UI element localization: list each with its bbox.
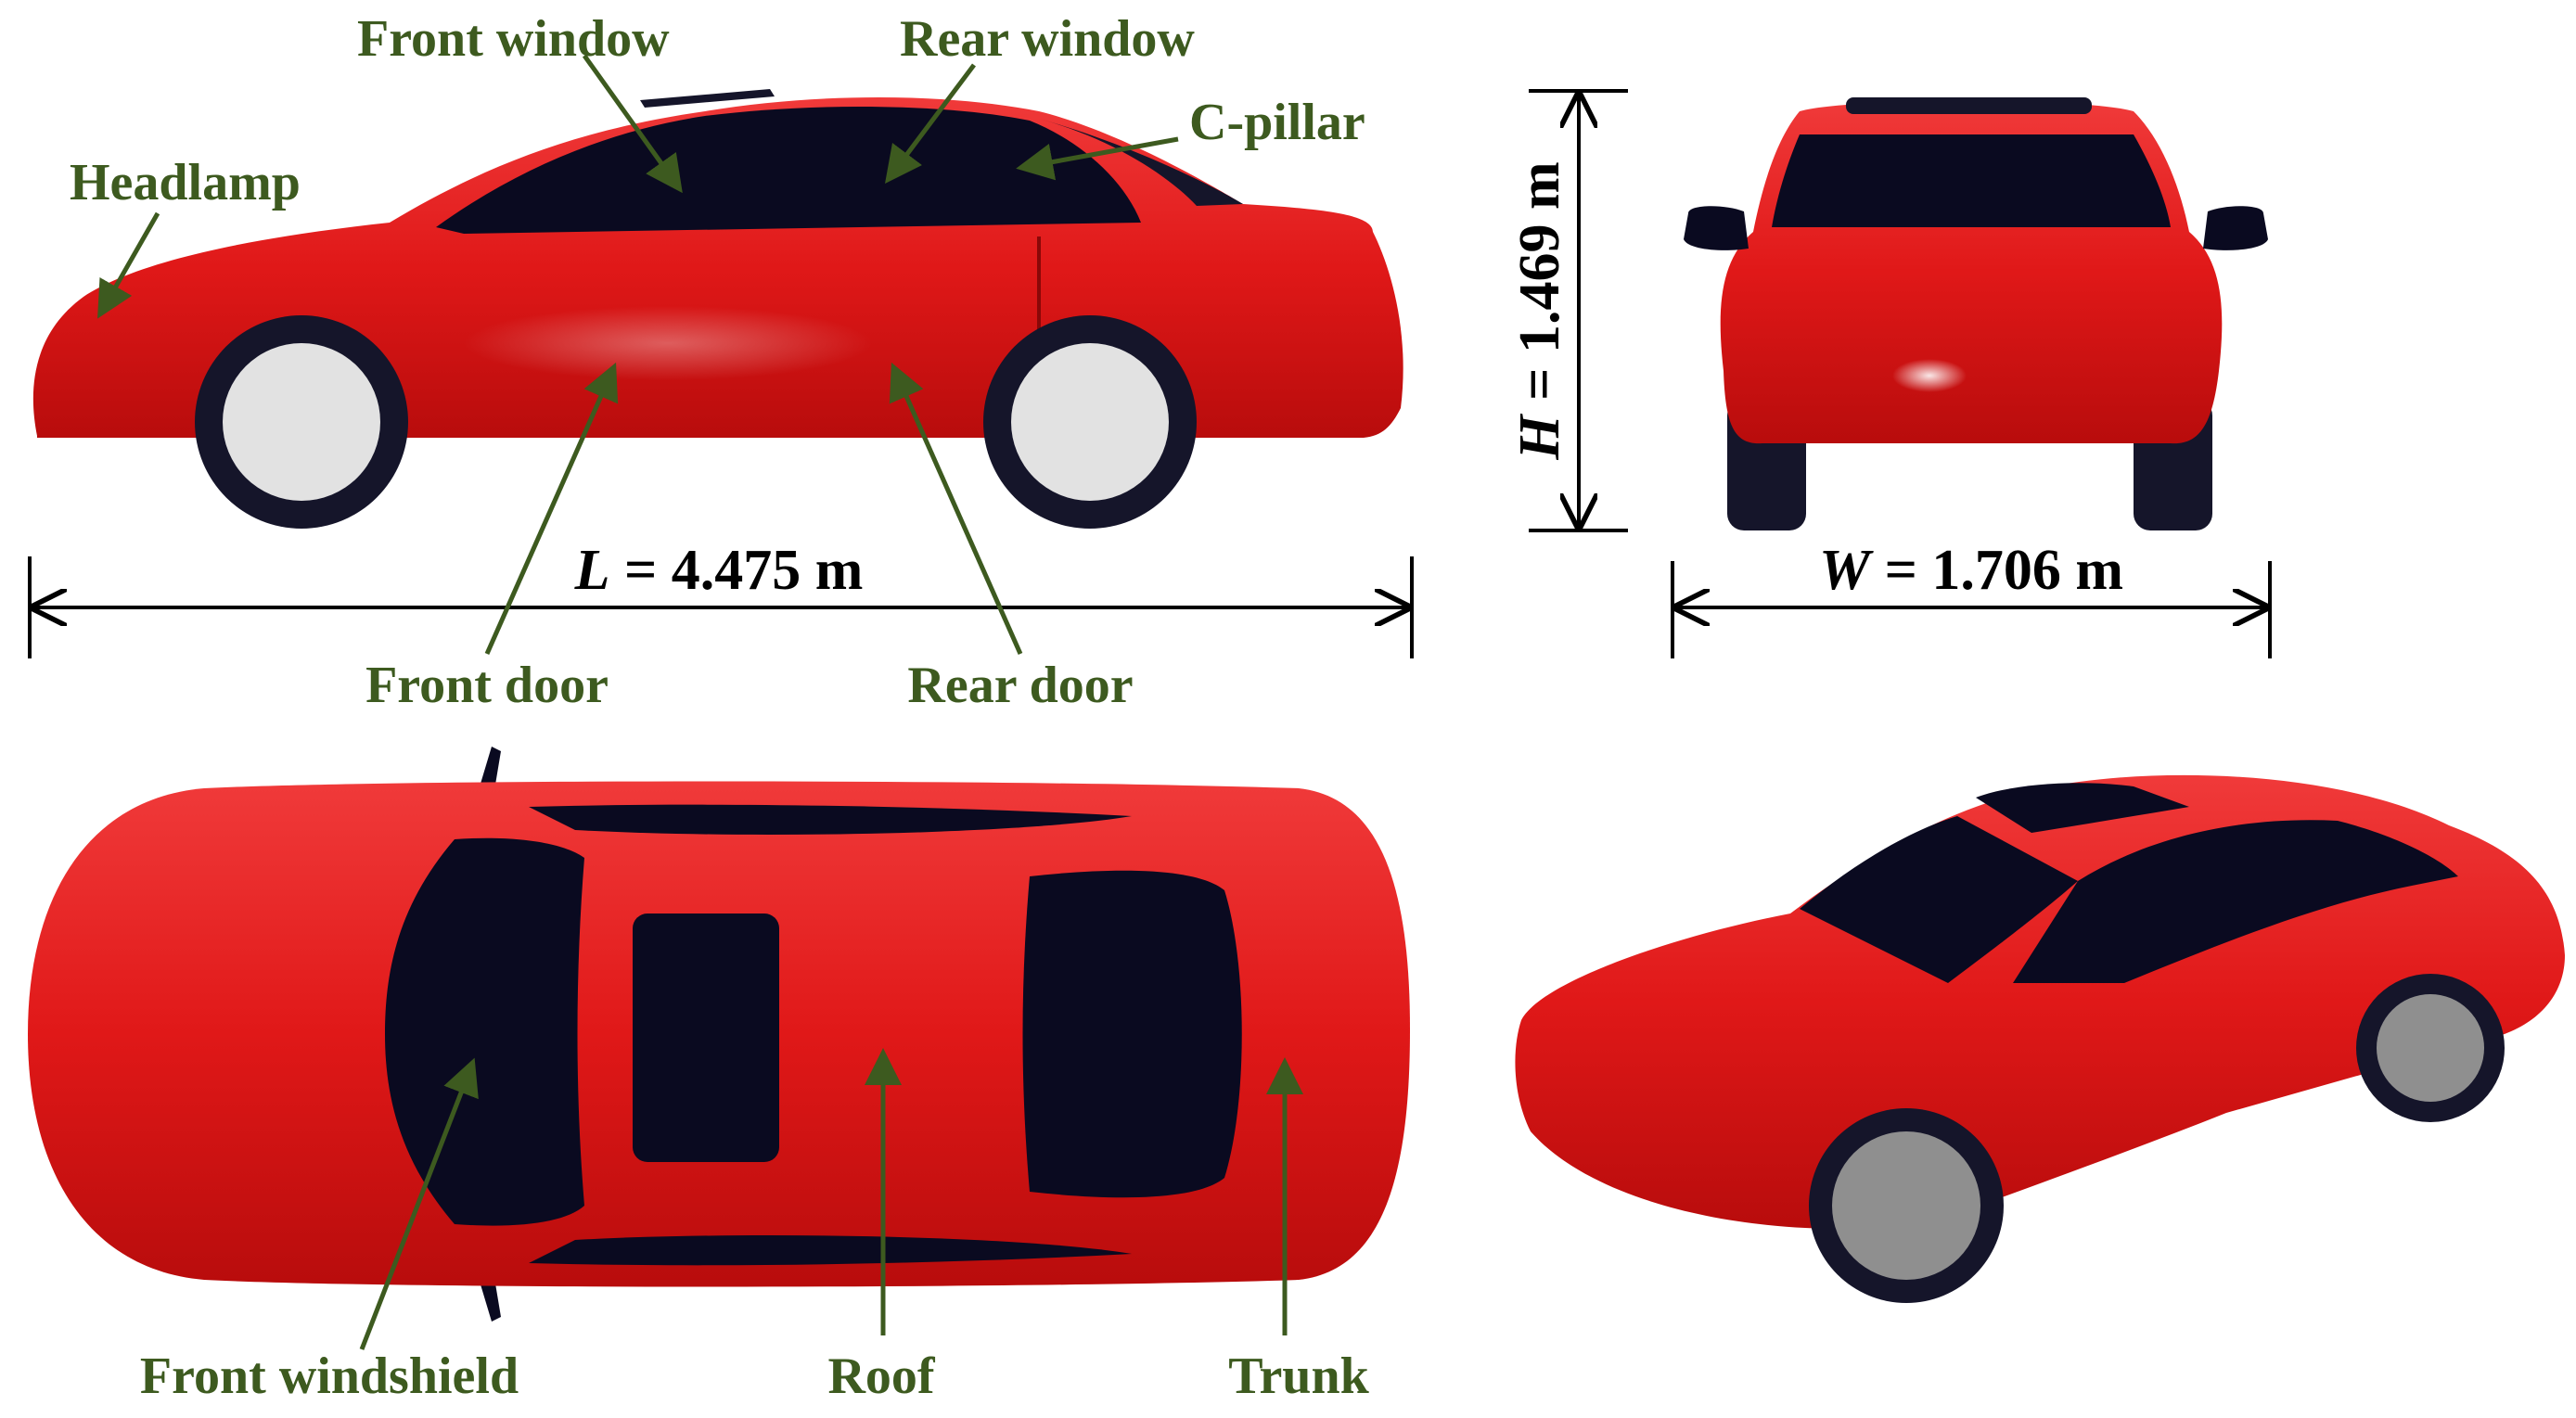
front-left-mirror bbox=[1684, 206, 1749, 250]
length-dimension: L = 4.475 m bbox=[28, 539, 1414, 658]
iso-rear-wheel-rim bbox=[2377, 994, 2484, 1102]
length-dimension-label: L = 4.475 m bbox=[574, 539, 864, 602]
iso-view bbox=[1515, 774, 2565, 1303]
trunk-label: Trunk bbox=[1228, 1348, 1369, 1405]
front-view bbox=[1684, 97, 2268, 530]
front-windshield-glass bbox=[1772, 134, 2171, 227]
front-sunroof bbox=[1846, 97, 2092, 114]
rear-wheel-rim bbox=[1011, 343, 1169, 501]
top-right-window-strip bbox=[529, 1235, 1132, 1266]
top-left-window-strip bbox=[529, 804, 1132, 835]
side-sunroof bbox=[640, 89, 775, 108]
callouts: Front window Rear window C-pillar Headla… bbox=[70, 10, 1370, 1405]
front-right-mirror bbox=[2203, 206, 2268, 250]
top-sunroof bbox=[633, 913, 779, 1162]
side-greenhouse bbox=[436, 106, 1141, 234]
side-body-highlight bbox=[464, 306, 872, 380]
top-rear-window-glass bbox=[1022, 870, 1242, 1198]
front-window-leader bbox=[582, 54, 683, 194]
rear-door-label: Rear door bbox=[907, 657, 1133, 714]
rear-window-leader bbox=[885, 63, 976, 184]
rear-door-leader bbox=[889, 362, 1023, 656]
height-dimension: H = 1.469 m bbox=[1508, 89, 1628, 532]
iso-sunroof bbox=[1976, 783, 2189, 833]
top-windshield-glass bbox=[385, 837, 584, 1226]
top-view bbox=[28, 747, 1410, 1322]
width-dimension: W = 1.706 m bbox=[1671, 539, 2272, 658]
front-windshield-label: Front windshield bbox=[140, 1348, 519, 1405]
front-window-label: Front window bbox=[357, 10, 670, 68]
front-door-leader bbox=[484, 362, 619, 656]
iso-front-wheel-rim bbox=[1832, 1131, 1980, 1280]
front-door-label: Front door bbox=[365, 657, 609, 714]
front-body-highlight bbox=[1892, 359, 1967, 392]
side-c-pillar-glass bbox=[1039, 119, 1243, 206]
iso-windshield-glass bbox=[1800, 816, 2078, 983]
headlamp-label: Headlamp bbox=[70, 154, 301, 211]
front-wheel-rim bbox=[223, 343, 380, 501]
height-dimension-label: H = 1.469 m bbox=[1508, 161, 1571, 460]
side-view bbox=[32, 89, 1403, 529]
width-dimension-label: W = 1.706 m bbox=[1819, 539, 2123, 602]
roof-label: Roof bbox=[827, 1348, 935, 1405]
front-windshield-leader bbox=[359, 1057, 479, 1350]
headlamp-leader bbox=[97, 211, 160, 319]
iso-side-window-glass bbox=[2013, 820, 2458, 983]
c-pillar-label: C-pillar bbox=[1189, 94, 1365, 151]
rear-window-label: Rear window bbox=[900, 10, 1195, 68]
c-pillar-leader bbox=[1016, 136, 1179, 181]
